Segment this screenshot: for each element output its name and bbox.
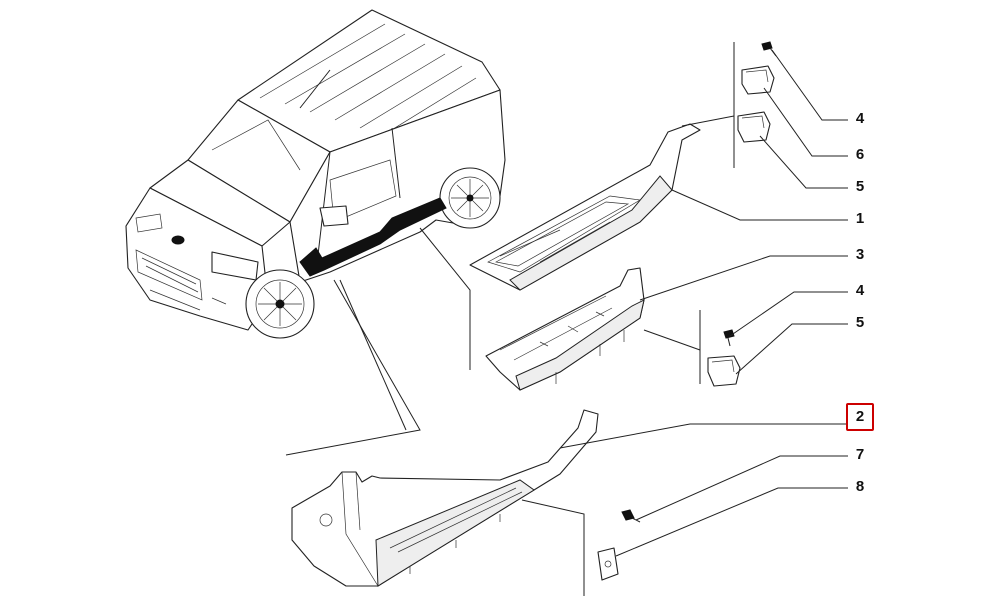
callout-5-middle[interactable]: 5: [855, 314, 865, 331]
rear-wheel: [439, 167, 501, 229]
callout-3[interactable]: 3: [855, 246, 865, 263]
front-wheel: [245, 269, 315, 339]
part-8-clip-plate[interactable]: [597, 547, 619, 581]
assembly-guide-lines: [285, 227, 471, 456]
part-4-screw-lower[interactable]: [723, 329, 735, 347]
part-7-screw[interactable]: [621, 509, 641, 523]
part-5-clip-lower[interactable]: [707, 355, 741, 387]
part-2-sill-cover[interactable]: [291, 409, 599, 587]
callout-7[interactable]: 7: [855, 446, 865, 463]
part-3-sill-bracket[interactable]: [485, 267, 645, 391]
callout-6[interactable]: 6: [855, 146, 865, 163]
part-4-screw[interactable]: [761, 41, 777, 57]
clips-group-top: [681, 41, 777, 168]
callout-1[interactable]: 1: [855, 210, 865, 227]
part-6-clip[interactable]: [741, 65, 775, 95]
callout-2-highlighted[interactable]: 2: [846, 403, 874, 431]
part-1-inner-sill-panel[interactable]: [469, 123, 701, 291]
callout-4-top[interactable]: 4: [855, 110, 865, 127]
callout-8[interactable]: 8: [855, 478, 865, 495]
callout-leaders: [559, 49, 848, 557]
clips-group-bottom: [521, 499, 641, 596]
callout-4-middle[interactable]: 4: [855, 282, 865, 299]
clips-group-middle: [643, 310, 741, 387]
van-illustration: [125, 9, 506, 339]
part-5-clip[interactable]: [737, 111, 771, 143]
callout-5-top[interactable]: 5: [855, 178, 865, 195]
